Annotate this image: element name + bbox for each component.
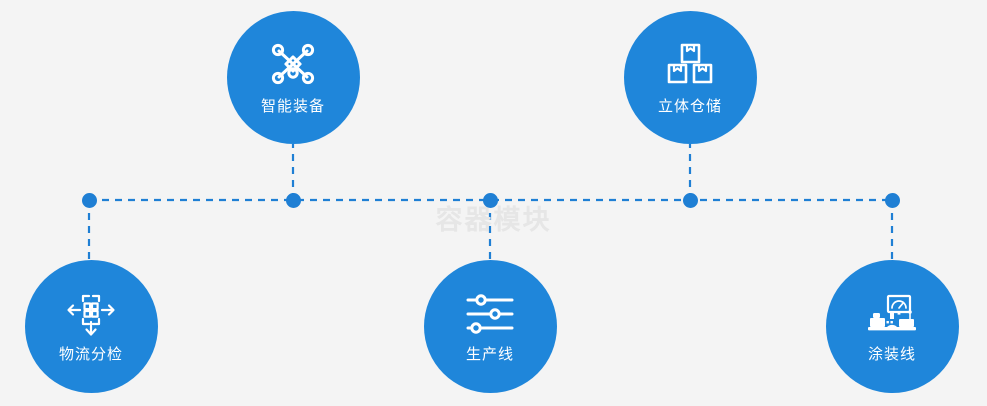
spine-dot-1 <box>81 192 97 208</box>
factory-monitor-icon <box>866 291 918 337</box>
node-intelligent-equipment[interactable]: 智能装备 <box>226 10 360 144</box>
node-label-intelligent-equipment: 智能装备 <box>260 97 325 115</box>
node-logistics-sorting[interactable]: 物流分检 <box>24 259 158 393</box>
node-painting-line[interactable]: 涂装线 <box>825 259 959 393</box>
node-label-logistics-sorting: 物流分检 <box>58 345 123 363</box>
spine-dot-3 <box>482 192 498 208</box>
sliders-icon <box>464 291 516 337</box>
network-nodes-icon <box>267 41 319 87</box>
node-label-production-line: 生产线 <box>465 345 514 363</box>
stacked-boxes-icon <box>664 41 716 87</box>
node-production-line[interactable]: 生产线 <box>423 259 557 393</box>
sorting-arrows-icon <box>65 291 117 337</box>
node-stereoscopic-warehouse[interactable]: 立体仓储 <box>623 10 757 144</box>
spine-dot-2 <box>285 192 301 208</box>
spine-dot-5 <box>884 192 900 208</box>
node-label-stereoscopic-warehouse: 立体仓储 <box>657 97 722 115</box>
node-label-painting-line: 涂装线 <box>867 345 916 363</box>
spine-dot-4 <box>682 192 698 208</box>
watermark-text: 容器模块 <box>435 205 552 235</box>
